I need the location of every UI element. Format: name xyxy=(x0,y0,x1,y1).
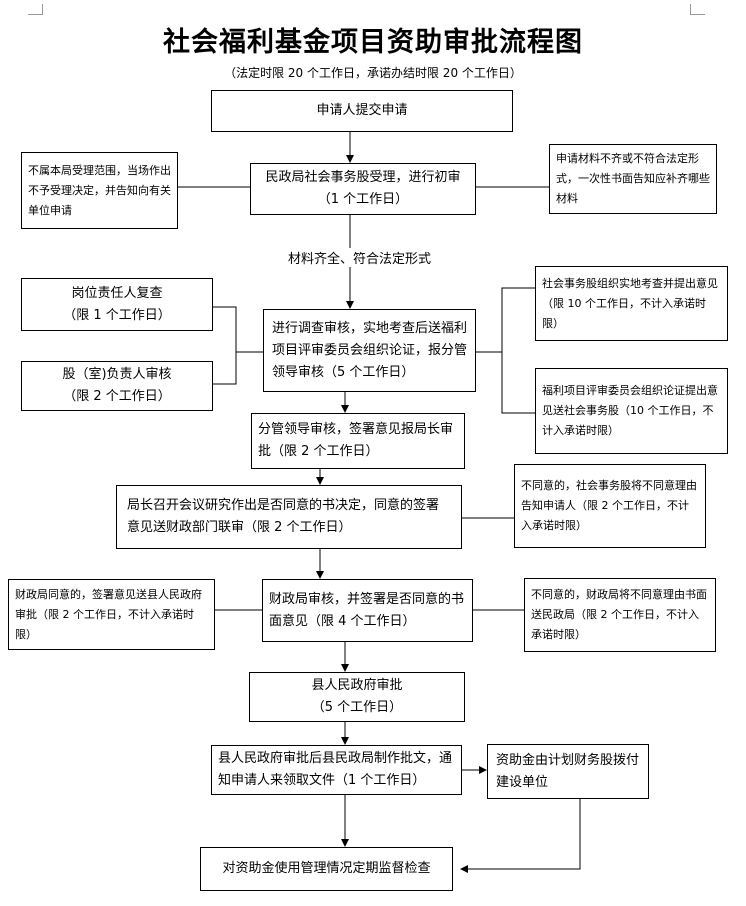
node-finance-agree: 财政局同意的，签署意见送县人民政府审批（限 2 个工作日，不计入承诺时限） xyxy=(8,579,215,650)
node-incomplete: 申请材料不齐或不符合法定形式，一次性书面告知应补齐哪些材料 xyxy=(549,144,717,214)
node-county-approve: 县人民政府审批 （5 个工作日） xyxy=(249,672,465,722)
arrow-allocate-to-supervise xyxy=(460,799,581,873)
node-reject-scope: 不属本局受理范围，当场作出不予受理决定，并告知向有关单位申请 xyxy=(21,152,178,229)
page-corner-mark-top-right xyxy=(690,4,705,15)
node-finance-review: 财政局审核，并签署是否同意的书面意见（限 4 个工作日） xyxy=(262,579,473,642)
node-supervise: 对资助金使用管理情况定期监督检查 xyxy=(200,847,453,891)
line-recheck-bracket xyxy=(213,306,237,385)
node-disagree-notify: 不同意的，社会事务股将不同意理由告知申请人（限 2 个工作日，不计入承诺时限） xyxy=(514,464,706,548)
node-submit: 申请人提交申请 xyxy=(211,90,513,132)
page-corner-mark-top-left xyxy=(28,4,43,15)
node-notify-collect: 县人民政府审批后县民政局制作批文，通知申请人来领取文件（1 个工作日） xyxy=(211,745,462,795)
diagram-subtitle: （法定时限 20 个工作日，承诺办结时限 20 个工作日） xyxy=(224,66,522,80)
node-accept: 民政局社会事务股受理，进行初审 （1 个工作日） xyxy=(250,163,476,215)
line-opinions-bracket xyxy=(501,287,535,414)
condition-label: 材料齐全、符合法定形式 xyxy=(288,248,432,267)
node-committee-opinion: 福利项目评审委员会组织论证提出意见送社会事务股（10 个工作日，不计入承诺时限） xyxy=(535,368,728,454)
node-director-meeting: 局长召开会议研究作出是否同意的书决定，同意的签署意见送财政部门联审（限 2 个工… xyxy=(116,485,462,549)
node-finance-disagree: 不同意的，财政局将不同意理由书面送民政局（限 2 个工作日，不计入承诺时限） xyxy=(524,578,716,652)
node-allocate: 资助金由计划财务股拨付建设单位 xyxy=(487,744,649,799)
node-leader-review: 分管领导审核，签署意见报局长审批（限 2 个工作日） xyxy=(251,413,465,469)
diagram-title: 社会福利基金项目资助审批流程图 xyxy=(163,27,583,58)
node-investigate: 进行调查审核，实地考查后送福利项目评审委员会组织论证，报分管领导审核（5 个工作… xyxy=(263,309,476,392)
node-field-opinion: 社会事务股组织实地考查并提出意见（限 10 个工作日，不计入承诺时限） xyxy=(535,266,728,341)
node-recheck: 岗位责任人复查 （限 1 个工作日） xyxy=(21,278,213,331)
node-section-review: 股（室)负责人审核 （限 2 个工作日） xyxy=(21,361,213,411)
